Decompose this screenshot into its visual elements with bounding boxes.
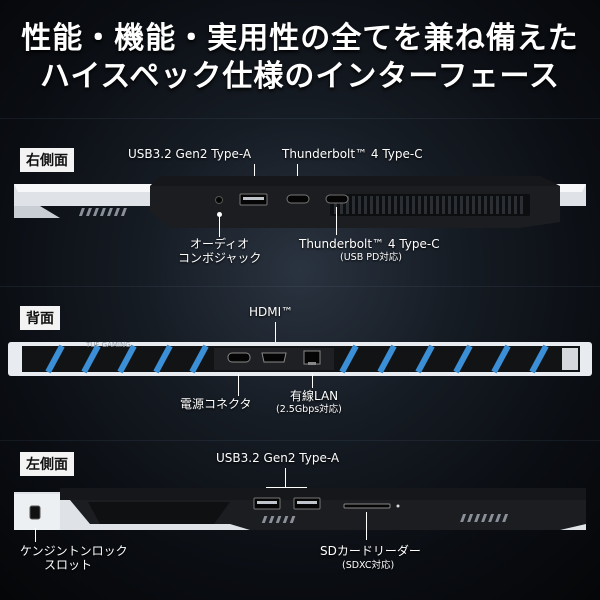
leader-line bbox=[254, 164, 255, 184]
label-ethernet: 有線LAN bbox=[290, 389, 339, 403]
sd-card-slot bbox=[344, 504, 390, 508]
laptop-right-side-view bbox=[14, 176, 586, 228]
background-decoration bbox=[0, 286, 600, 287]
label-sd-card-reader: SDカードリーダー bbox=[320, 544, 421, 558]
label-sdxc-note: (SDXC対応) bbox=[342, 560, 395, 571]
kensington-lock-slot bbox=[30, 506, 40, 519]
section-title-back: 背面 bbox=[20, 306, 60, 330]
leader-dot bbox=[217, 212, 222, 217]
audio-combo-jack bbox=[215, 196, 223, 204]
usb-type-a-port-left-2 bbox=[294, 498, 320, 509]
hdmi-port bbox=[262, 353, 286, 362]
label-audio-jack-line2: コンボジャック bbox=[178, 251, 262, 265]
background-decoration bbox=[0, 440, 600, 441]
leader-line bbox=[336, 207, 337, 235]
label-usb-type-a-right: USB3.2 Gen2 Type-A bbox=[128, 147, 252, 161]
headline-line-1: 性能・機能・実用性の全てを兼ね備えた bbox=[21, 21, 579, 56]
leader-line bbox=[275, 322, 276, 348]
headline-line-2: ハイスペック仕様のインターフェース bbox=[39, 59, 561, 94]
leader-line bbox=[285, 468, 286, 488]
label-kensington-line1: ケンジントンロック bbox=[20, 544, 128, 558]
laptop-left-side-view bbox=[14, 488, 586, 530]
leader-line bbox=[366, 512, 367, 540]
leader-line bbox=[238, 374, 239, 396]
leader-line bbox=[297, 164, 298, 186]
label-usb-pd-note: (USB PD対応) bbox=[340, 252, 402, 263]
label-thunderbolt-bottom: Thunderbolt™ 4 Type-C bbox=[299, 237, 440, 251]
background-decoration bbox=[0, 118, 600, 119]
label-kensington-line2: スロット bbox=[44, 558, 93, 572]
usb-type-a-port-left-1 bbox=[254, 498, 280, 509]
leader-line bbox=[312, 374, 313, 388]
usb-type-a-port-right bbox=[240, 194, 267, 205]
leader-line bbox=[219, 215, 220, 237]
leader-line bbox=[35, 528, 36, 542]
ethernet-port bbox=[304, 351, 320, 364]
thunderbolt-port-2 bbox=[326, 195, 348, 203]
label-power-connector: 電源コネクタ bbox=[180, 397, 252, 411]
section-title-left-side: 左側面 bbox=[20, 452, 74, 476]
label-hdmi: HDMI™ bbox=[249, 305, 294, 319]
section-title-right-side: 右側面 bbox=[20, 148, 74, 172]
label-audio-jack-line1: オーディオ bbox=[190, 237, 250, 251]
laptop-back-view bbox=[8, 342, 592, 376]
tuf-gaming-logo: TUF GAMING bbox=[86, 341, 131, 349]
leader-line bbox=[266, 487, 307, 488]
label-ethernet-speed: (2.5Gbps対応) bbox=[276, 404, 342, 415]
thunderbolt-port-1 bbox=[287, 195, 309, 203]
power-connector bbox=[228, 353, 250, 362]
label-usb-type-a-left: USB3.2 Gen2 Type-A bbox=[216, 451, 340, 465]
label-thunderbolt-top: Thunderbolt™ 4 Type-C bbox=[282, 147, 423, 161]
